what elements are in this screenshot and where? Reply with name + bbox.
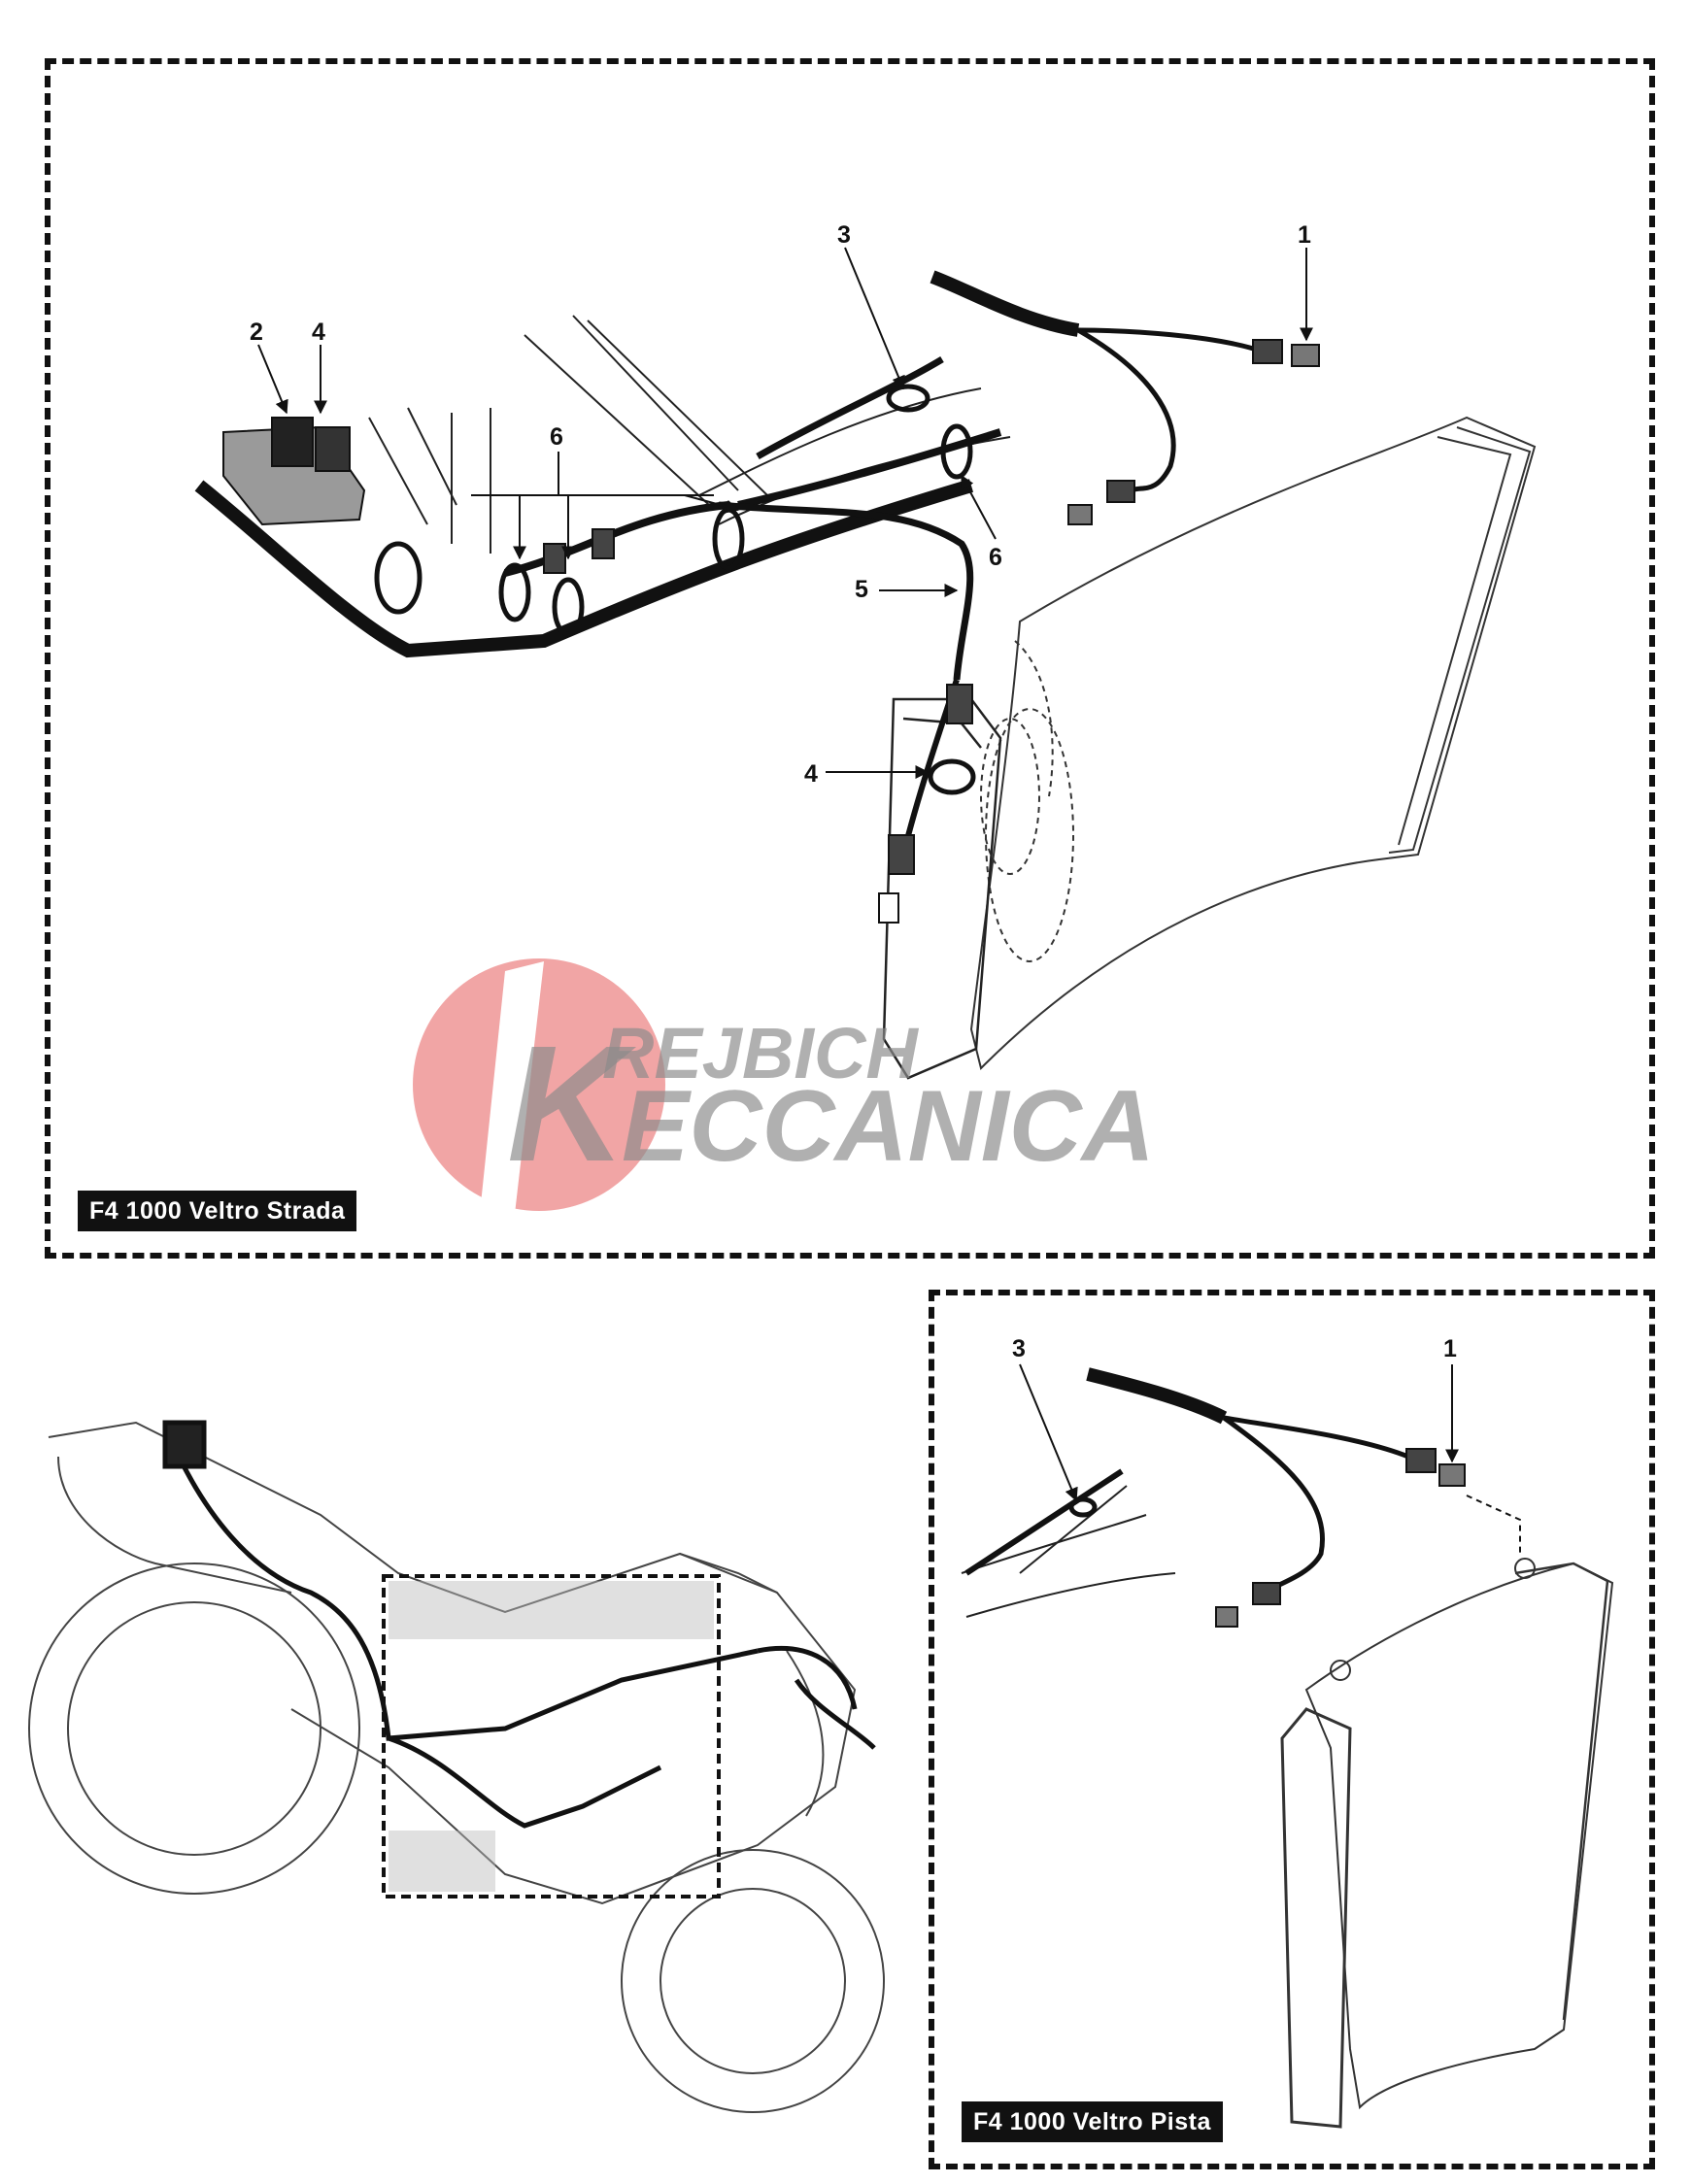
callout-6-strada-top: 6: [550, 423, 563, 451]
callouts-strada: [257, 247, 1313, 779]
callouts-pista: [1019, 1363, 1521, 1554]
harness-pista: [964, 1367, 1409, 1596]
relay-box-strada: [222, 417, 366, 526]
panel-veltro-strada: F4 1000 Veltro Strada: [45, 58, 1655, 1259]
callout-3-strada: 3: [837, 221, 851, 249]
motorcycle-harness: [162, 1420, 876, 1829]
radiator-strada: [969, 416, 1537, 1070]
straps-strada: [374, 384, 976, 795]
panel-veltro-pista: F4 1000 Veltro Pista: [929, 1290, 1655, 2169]
watermark-line2: ECCANICA: [622, 1070, 1155, 1183]
callout-6-strada-right: 6: [989, 544, 1002, 571]
strap-pista: [1068, 1496, 1098, 1518]
panel-caption-pista: F4 1000 Veltro Pista: [962, 2101, 1223, 2142]
callout-3-pista: 3: [1012, 1335, 1026, 1362]
callout-1-strada: 1: [1298, 221, 1311, 249]
callout-5-strada: 5: [855, 576, 868, 603]
frame-tubes-pista: [961, 1485, 1176, 1618]
watermark-logo: K REJBICH ECCANICA: [413, 958, 1155, 1214]
watermark-initial: K: [507, 1012, 637, 1196]
callout-1-pista: 1: [1443, 1335, 1457, 1362]
callout-4-strada-relay: 4: [312, 319, 325, 346]
radiator-pista: [1280, 1558, 1614, 2129]
motorcycle-overview: [28, 1421, 885, 2113]
frame-tubes-strada: [368, 315, 1011, 554]
watermark-line1: REJBICH: [602, 1013, 919, 1093]
callout-2-strada: 2: [250, 319, 263, 346]
connectors-strada: [543, 339, 1320, 924]
panel-caption-strada: F4 1000 Veltro Strada: [78, 1191, 357, 1231]
connectors-pista: [1215, 1448, 1466, 1628]
callout-4-strada-fan: 4: [804, 760, 818, 788]
